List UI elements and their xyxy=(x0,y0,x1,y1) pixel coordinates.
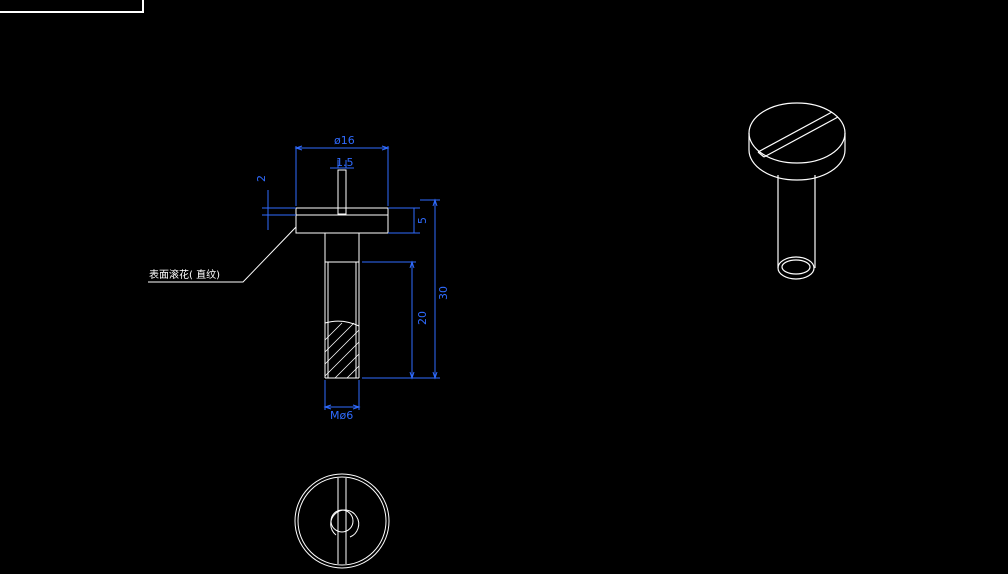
iso-shank-end-outer xyxy=(777,256,815,280)
top-view-shank-circle xyxy=(330,509,354,533)
iso-head-top xyxy=(748,102,846,164)
section-hatching xyxy=(324,322,360,379)
dim-slot-depth[interactable]: 2 xyxy=(255,175,268,182)
top-view-inner-circle xyxy=(297,476,387,566)
top-view[interactable] xyxy=(294,473,390,569)
head-slot xyxy=(337,169,347,215)
iso-slot-line-2 xyxy=(763,116,839,158)
dim-thread-spec[interactable]: Mø6 xyxy=(330,409,353,422)
iso-shank-end-inner xyxy=(781,259,811,275)
dim-thread-length[interactable]: 20 xyxy=(416,311,429,325)
dim-total-length[interactable]: 30 xyxy=(437,286,450,300)
top-view-outer-circle xyxy=(294,473,390,569)
top-view-thread-arc xyxy=(330,509,360,538)
iso-slot-line-1 xyxy=(757,111,833,153)
screw-head-outline xyxy=(295,207,389,234)
iso-head-bottom xyxy=(748,149,846,181)
surface-note[interactable]: 表面滚花( 直纹) xyxy=(149,268,220,281)
front-view[interactable] xyxy=(295,169,389,379)
surface-note-leader xyxy=(148,226,297,283)
dim-slot-width[interactable]: 1.5 xyxy=(336,156,354,169)
isometric-view[interactable] xyxy=(748,102,846,280)
dim-head-diameter[interactable]: ø16 xyxy=(334,134,355,147)
title-block-corner xyxy=(0,0,144,13)
dimension-lines xyxy=(262,145,440,410)
section-boundary xyxy=(324,320,360,327)
dim-head-height[interactable]: 5 xyxy=(416,217,429,224)
